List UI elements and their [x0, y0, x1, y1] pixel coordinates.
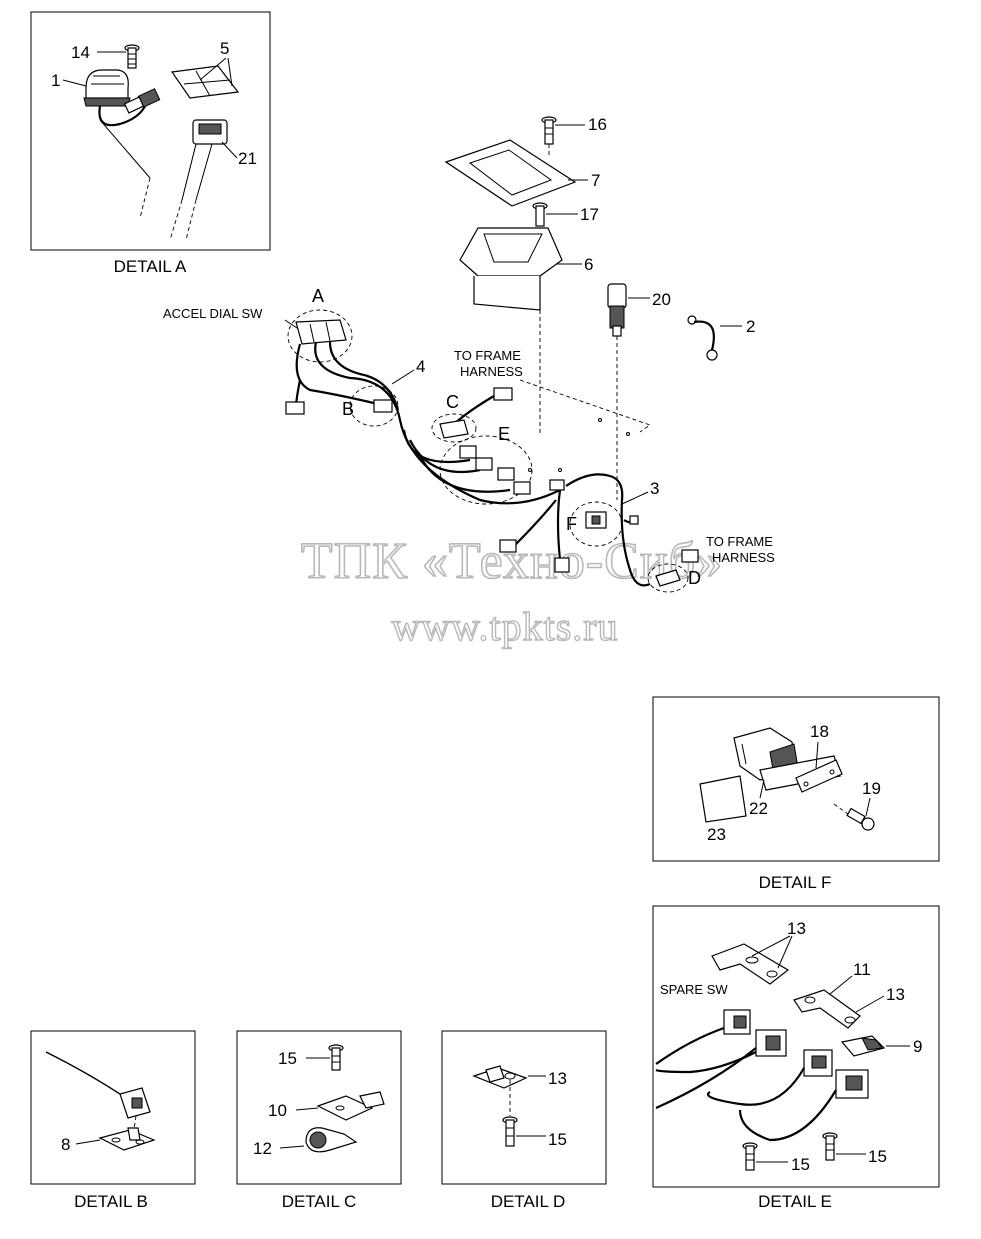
- clamp-d-icon: [655, 569, 681, 587]
- connector-icon: [554, 557, 570, 573]
- bolt-15-icon: [745, 1145, 755, 1171]
- note-accel-dial-sw: ACCEL DIAL SW: [163, 306, 263, 321]
- part-label-17: 17: [580, 205, 599, 224]
- part-label-6: 6: [584, 255, 593, 274]
- connector-e3-icon: [497, 467, 515, 481]
- part-label-2: 2: [746, 317, 755, 336]
- part-label-13d: 13: [548, 1069, 567, 1088]
- detail-e: SPARE SW 13 11 13 9: [652, 905, 940, 1211]
- part-label-4: 4: [416, 357, 425, 376]
- callout-c-circle: [431, 413, 477, 443]
- part-label-14: 14: [71, 43, 90, 62]
- part-label-16: 16: [588, 115, 607, 134]
- bracket-11-icon: [793, 989, 861, 1029]
- frame-connector-bottom-icon: [681, 549, 699, 563]
- detail-a: 14 1 5 21 DETAIL A: [30, 11, 271, 276]
- part-label-19: 19: [862, 779, 881, 798]
- part-label-21: 21: [238, 149, 257, 168]
- cover-plate-7-icon: [444, 139, 577, 207]
- part-label-15e1: 15: [791, 1155, 810, 1174]
- connector-icon: [499, 539, 517, 553]
- callout-d-circle: [647, 563, 689, 593]
- detail-f-frame: [652, 696, 940, 862]
- bolt-17-icon: [535, 205, 545, 227]
- part-label-11: 11: [853, 960, 871, 979]
- detail-a-caption: DETAIL A: [114, 257, 187, 276]
- detail-c-frame: [236, 1030, 402, 1185]
- note-to-frame-harness-top-1: TO FRAME: [454, 348, 521, 363]
- detail-a-frame: [30, 11, 271, 251]
- callout-b-circle: [349, 385, 399, 427]
- callout-letter-f: F: [566, 514, 577, 534]
- detail-d: 13 15 DETAIL D: [441, 1030, 607, 1211]
- part-label-9: 9: [913, 1037, 922, 1056]
- part-label-3: 3: [650, 479, 659, 498]
- part-label-7: 7: [591, 171, 600, 190]
- part-label-8: 8: [61, 1135, 70, 1154]
- detail-f-caption: DETAIL F: [759, 873, 832, 892]
- bolt-14-icon: [127, 47, 137, 69]
- part-label-15c: 15: [278, 1049, 297, 1068]
- callout-letter-b: B: [342, 399, 354, 419]
- note-to-frame-harness-bottom-1: TO FRAME: [706, 534, 773, 549]
- part-label-15d: 15: [548, 1130, 567, 1149]
- connector-icon: [549, 479, 565, 491]
- detail-d-frame: [441, 1030, 607, 1185]
- detail-e-caption: DETAIL E: [758, 1192, 832, 1211]
- connector-e4-icon: [513, 481, 531, 495]
- detail-d-caption: DETAIL D: [491, 1192, 566, 1211]
- callout-letter-e: E: [498, 424, 510, 444]
- part-label-5: 5: [220, 39, 229, 58]
- plug-20-icon: [607, 283, 627, 309]
- part-label-15e2: 15: [868, 1147, 887, 1166]
- note-spare-sw: SPARE SW: [660, 982, 728, 997]
- watermark-line2: www.tpkts.ru: [391, 604, 618, 649]
- bolt-15c-icon: [331, 1047, 341, 1071]
- beacon-lamp-base-icon: [83, 97, 131, 107]
- detail-e-frame: [652, 905, 940, 1188]
- bolt-16-icon: [544, 119, 554, 145]
- bracket-10-icon: [316, 1095, 374, 1121]
- ground-terminal-icon: [706, 349, 718, 361]
- callout-f-circle: [569, 501, 623, 547]
- part-label-20: 20: [652, 290, 671, 309]
- clamp-c-icon: [439, 419, 469, 439]
- main-assembly: 16 7 17 6 20 2: [163, 115, 775, 593]
- part-label-23: 23: [707, 825, 726, 844]
- detail-c-caption: DETAIL C: [282, 1192, 357, 1211]
- accel-dial-switch-icon: [295, 319, 347, 345]
- connector-e1-icon: [459, 445, 477, 459]
- detail-f: 18 19 22 23 DETAIL F: [652, 696, 940, 892]
- detail-c: 15 10 12 DETAIL C: [236, 1030, 402, 1211]
- label-23-icon: [699, 775, 747, 823]
- connector-b-icon: [373, 399, 393, 413]
- callout-letter-a: A: [312, 286, 324, 306]
- bracket-8-icon: [98, 1129, 156, 1151]
- part-label-12: 12: [253, 1139, 272, 1158]
- part-label-1: 1: [51, 71, 60, 90]
- frame-connector-top-icon: [493, 387, 513, 401]
- bolt-15b-icon: [825, 1135, 835, 1161]
- detail-b: 8 DETAIL B: [30, 1030, 196, 1211]
- detail-b-frame: [30, 1030, 196, 1185]
- part-label-13b: 13: [886, 985, 905, 1004]
- note-to-frame-harness-top-2: HARNESS: [460, 364, 523, 379]
- connector-icon: [285, 401, 305, 415]
- part-label-22: 22: [749, 799, 768, 818]
- detail-b-caption: DETAIL B: [74, 1192, 148, 1211]
- part-label-13: 13: [787, 919, 806, 938]
- housing-6-icon: [459, 227, 563, 277]
- bracket-13-icon: [711, 943, 790, 985]
- part-label-18: 18: [810, 722, 829, 741]
- connector-e2-icon: [475, 457, 493, 471]
- callout-letter-d: D: [688, 568, 701, 588]
- callout-letter-c: C: [446, 392, 459, 412]
- note-to-frame-harness-bottom-2: HARNESS: [712, 550, 775, 565]
- bolt-15d-icon: [505, 1119, 515, 1147]
- part-label-10: 10: [268, 1101, 287, 1120]
